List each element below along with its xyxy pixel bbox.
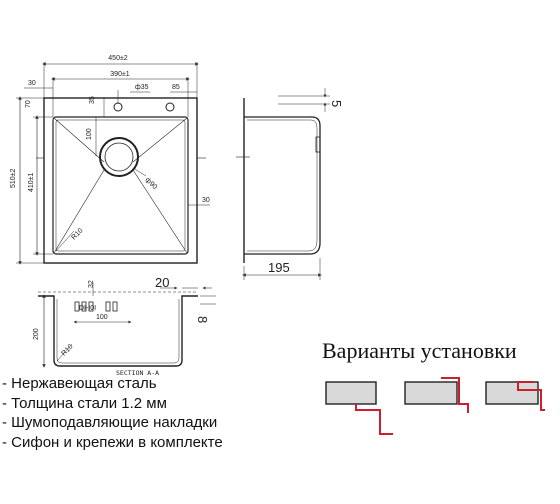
faucet-hole bbox=[113, 102, 123, 112]
top-view-labels: 450±2 390±1 30 ф35 85 35 70 510±2 410±1 … bbox=[10, 55, 210, 241]
dim-overall-height: 510±2 bbox=[10, 168, 17, 188]
dim-section-depth: 200 bbox=[33, 328, 40, 340]
sink-bowl bbox=[52, 116, 189, 255]
overflow-hole bbox=[165, 102, 175, 112]
side-view bbox=[236, 88, 330, 280]
install-option-flush bbox=[404, 377, 469, 413]
section-view-labels: 32 20 8 200 100 R10 DI-I0I SECTION A-A bbox=[33, 275, 210, 377]
dim-faucet-offset: 35 bbox=[89, 96, 96, 104]
dim-top-offset: 70 bbox=[25, 100, 32, 108]
dim-faucet-diameter: ф35 bbox=[135, 84, 149, 91]
dim-flange-height: 5 bbox=[329, 100, 344, 107]
dim-section-bottom-offset: 100 bbox=[96, 314, 108, 321]
drain-hole bbox=[99, 137, 139, 177]
dim-left-offset: 30 bbox=[28, 80, 36, 87]
install-option-undermount bbox=[485, 381, 545, 411]
dim-sink-depth: 195 bbox=[268, 260, 290, 275]
dim-corner-radius: R10 bbox=[70, 227, 84, 241]
install-option-overmount bbox=[325, 381, 393, 435]
dim-section-top-edge: 32 bbox=[88, 280, 95, 288]
dim-inner-width: 390±1 bbox=[110, 71, 130, 78]
dim-right-offset: 85 bbox=[172, 84, 180, 91]
section-label: SECTION A-A bbox=[116, 369, 159, 377]
dim-drain-offset: 100 bbox=[86, 128, 93, 140]
installation-title: Варианты установки bbox=[322, 338, 517, 363]
dim-drain-diameter: ф90 bbox=[144, 176, 159, 191]
feature-item: - Шумоподавляющие накладки bbox=[2, 414, 218, 431]
dim-inner-height: 410±1 bbox=[28, 172, 35, 192]
dim-section-corner-radius: R10 bbox=[60, 343, 74, 357]
dim-section-flange-width: 20 bbox=[155, 275, 169, 290]
section-stamp: DI-I0I bbox=[79, 305, 96, 312]
side-view-labels: 5 195 bbox=[268, 100, 344, 275]
dim-overall-width: 450±2 bbox=[108, 55, 128, 62]
feature-item: - Толщина стали 1.2 мм bbox=[2, 394, 167, 412]
section-view bbox=[38, 282, 216, 368]
installation-variants bbox=[325, 377, 545, 435]
sink-outer-rim bbox=[43, 97, 198, 264]
feature-item: - Сифон и крепежи в комплекте bbox=[2, 433, 223, 451]
feature-item: - Нержавеющая сталь bbox=[2, 375, 157, 392]
side-profile bbox=[244, 116, 321, 255]
dim-wall-offset: 30 bbox=[202, 197, 210, 204]
dim-section-flange-thickness: 8 bbox=[195, 316, 210, 323]
feature-list: - Нержавеющая сталь - Толщина стали 1.2 … bbox=[2, 374, 223, 452]
section-profile bbox=[38, 295, 198, 367]
top-view bbox=[16, 62, 210, 265]
